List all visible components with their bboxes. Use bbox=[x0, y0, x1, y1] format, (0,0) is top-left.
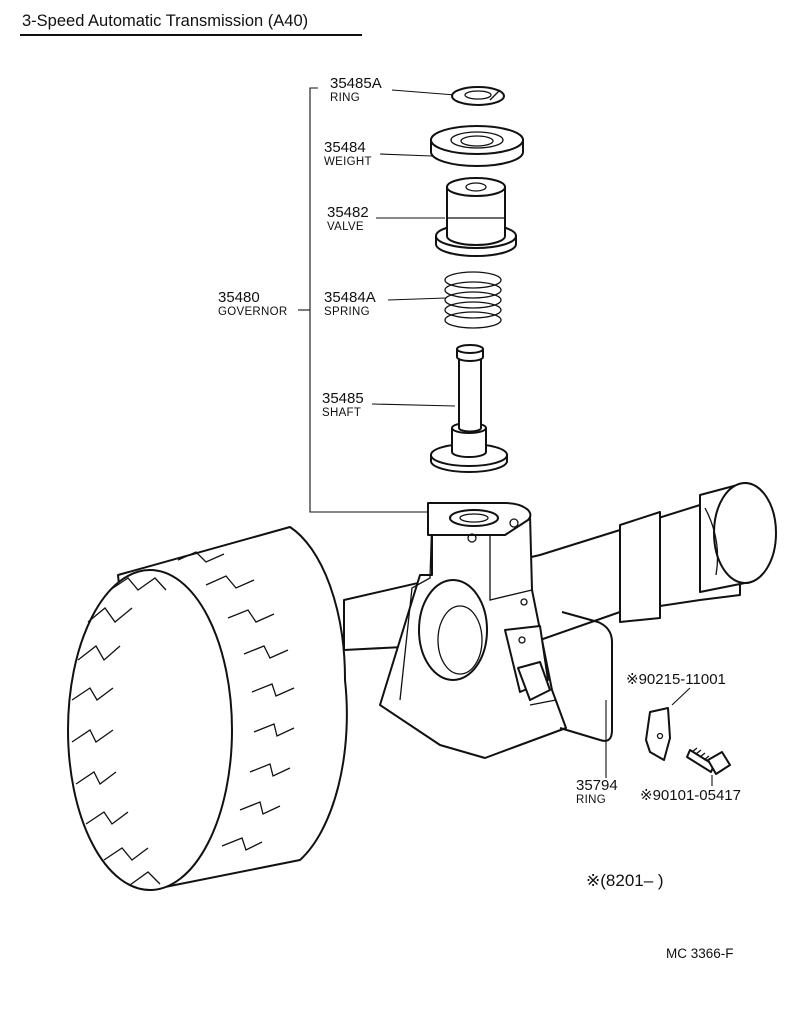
label-weight-name: WEIGHT bbox=[324, 156, 372, 168]
label-ring-name: RING bbox=[330, 92, 360, 104]
leader-ring bbox=[391, 89, 456, 96]
label-spring-number: 35484A bbox=[324, 289, 376, 306]
label-ring-number: 35485A bbox=[330, 75, 382, 92]
label-valve-name: VALVE bbox=[327, 221, 364, 233]
shaft-part bbox=[430, 344, 508, 473]
governor-body bbox=[379, 502, 567, 759]
label-governor-name: GOVERNOR bbox=[218, 306, 288, 318]
label-bolt-number: ※90101-05417 bbox=[640, 787, 741, 804]
valve-part bbox=[435, 177, 517, 257]
spring-part bbox=[444, 271, 502, 329]
label-ring35794-number: 35794 bbox=[576, 777, 618, 794]
weight-part bbox=[430, 125, 524, 167]
leader-weight bbox=[379, 153, 433, 157]
governor-bracket bbox=[309, 87, 428, 513]
label-ring35794-name: RING bbox=[576, 794, 606, 806]
applicability-note: ※(8201– ) bbox=[586, 871, 664, 890]
footer-code: MC 3366-F bbox=[666, 946, 734, 961]
label-weight-number: 35484 bbox=[324, 139, 366, 156]
leader-spring bbox=[387, 297, 447, 301]
label-valve-number: 35482 bbox=[327, 204, 369, 221]
label-governor-number: 35480 bbox=[218, 289, 260, 306]
label-shaft-name: SHAFT bbox=[322, 407, 361, 419]
leader-shaft bbox=[371, 403, 456, 407]
wire-ring-35794 bbox=[559, 611, 613, 742]
diagram-title: 3-Speed Automatic Transmission (A40) bbox=[22, 12, 308, 30]
label-spring-name: SPRING bbox=[324, 306, 370, 318]
bolt-part bbox=[686, 747, 731, 775]
snap-ring-part bbox=[451, 86, 505, 106]
label-plate-number: ※90215-11001 bbox=[626, 671, 726, 688]
governor-drum bbox=[67, 526, 348, 891]
label-shaft-number: 35485 bbox=[322, 390, 364, 407]
lock-plate-part bbox=[645, 707, 671, 761]
leader-plate bbox=[671, 687, 691, 706]
